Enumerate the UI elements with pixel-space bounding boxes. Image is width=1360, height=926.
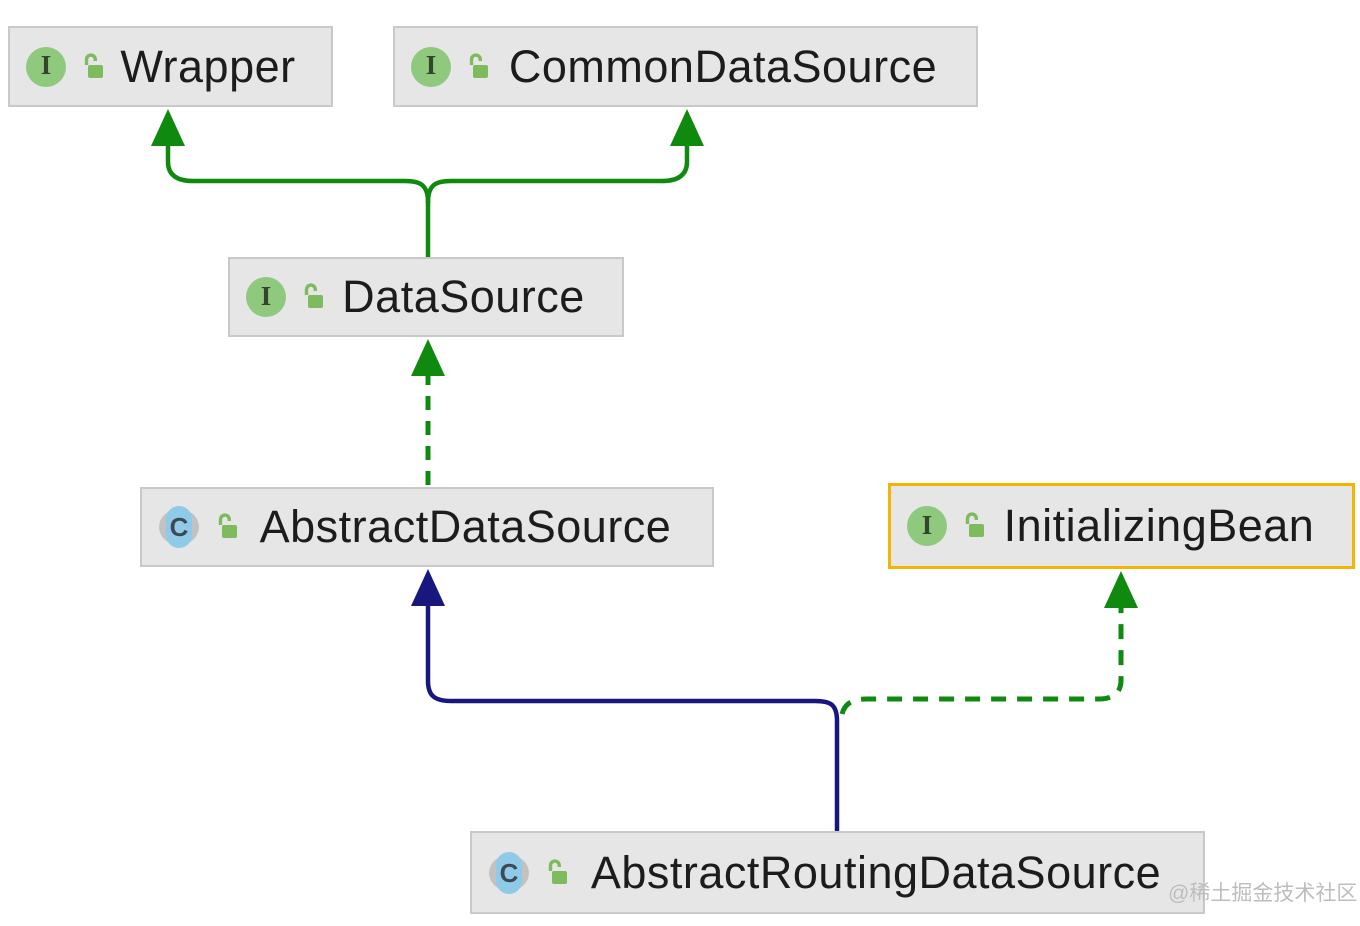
arrowhead-commondatasource: [670, 109, 704, 146]
diagram-node-datasource[interactable]: I DataSource: [228, 257, 624, 337]
interface-icon: I: [246, 277, 286, 317]
node-icons: C: [158, 506, 241, 548]
node-label: DataSource: [342, 271, 585, 322]
node-label: AbstractDataSource: [259, 501, 672, 552]
node-label: CommonDataSource: [508, 40, 938, 92]
diagram-node-abstractdatasource[interactable]: C AbstractDataSource: [140, 487, 714, 567]
watermark-text: @稀土掘金技术社区: [1168, 882, 1358, 905]
edge-abstractroutingdatasource-implements-initializingbean: [839, 571, 1138, 715]
public-unlocked-icon: [548, 858, 567, 884]
edge-abstractroutingdatasource-extends-abstractdatasource: [411, 569, 840, 833]
diagram-node-wrapper[interactable]: I Wrapper: [8, 26, 333, 107]
node-icons: C: [488, 851, 571, 894]
node-icons: I: [907, 506, 988, 546]
edge-abstractdatasource-implements-datasource: [411, 339, 445, 485]
node-icons: I: [411, 46, 492, 87]
abstract-class-icon: C: [488, 851, 530, 894]
arrowhead-datasource: [411, 339, 445, 376]
abstract-class-icon: C: [158, 506, 200, 548]
public-unlocked-icon: [218, 513, 237, 538]
interface-icon: I: [907, 506, 947, 546]
public-unlocked-icon: [965, 512, 984, 537]
public-unlocked-icon: [84, 52, 103, 78]
interface-icon: I: [411, 46, 451, 87]
public-unlocked-icon: [304, 283, 323, 308]
diagram-node-abstractroutingdatasource[interactable]: C AbstractRoutingDataSource: [470, 831, 1205, 914]
edge-datasource-extends-commondatasource: [425, 109, 704, 205]
arrowhead-wrapper: [151, 109, 185, 146]
node-label: AbstractRoutingDataSource: [590, 846, 1162, 898]
diagram-node-commondatasource[interactable]: I CommonDataSource: [393, 26, 978, 107]
diagram-node-initializingbean[interactable]: I InitializingBean: [888, 483, 1355, 569]
node-label: Wrapper: [120, 40, 296, 92]
public-unlocked-icon: [469, 52, 488, 78]
edge-datasource-extends-wrapper: [151, 109, 431, 261]
interface-icon: I: [26, 46, 66, 87]
node-label: InitializingBean: [1003, 500, 1315, 551]
arrowhead-initializingbean: [1104, 571, 1138, 608]
node-icons: I: [246, 277, 327, 317]
node-icons: I: [26, 46, 107, 87]
arrowhead-abstractdatasource: [411, 569, 445, 606]
